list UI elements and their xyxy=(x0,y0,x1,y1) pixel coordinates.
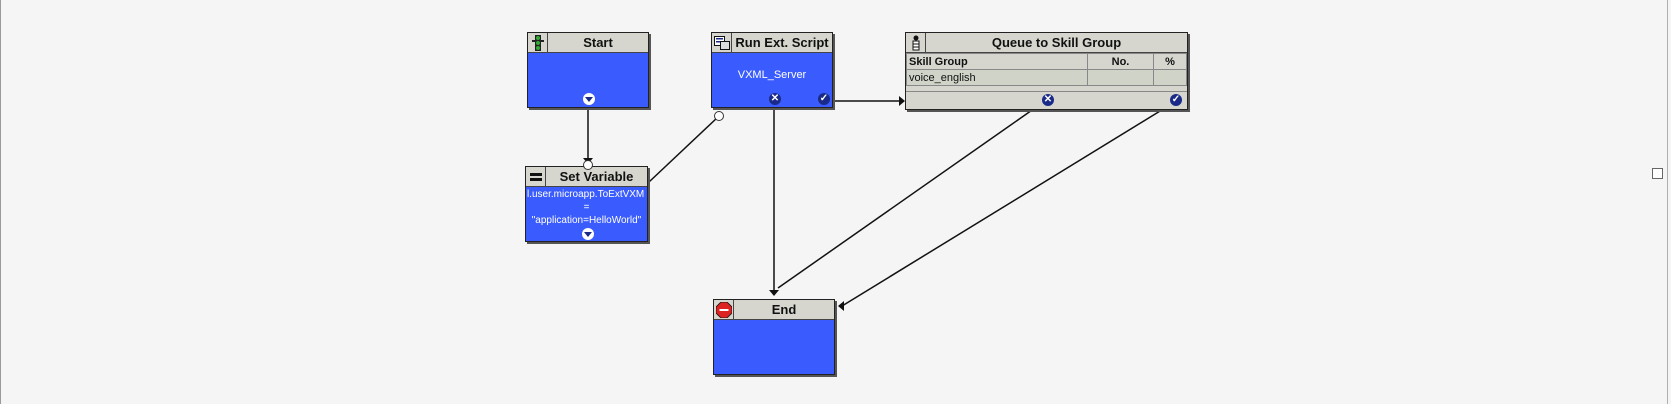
skill-group-table: Skill Group No. % voice_english xyxy=(906,53,1187,86)
end-node-title: End xyxy=(771,302,797,317)
resize-handle[interactable] xyxy=(1652,168,1663,179)
queue-to-skill-group-node[interactable]: Queue to Skill Group Skill Group No. % v… xyxy=(905,32,1188,110)
column-header-no: No. xyxy=(1087,53,1154,70)
traffic-light-icon xyxy=(528,33,548,52)
percent-cell[interactable] xyxy=(1153,69,1187,86)
set-variable-output-port[interactable] xyxy=(582,228,594,240)
set-variable-expression-line-3: "application=HelloWorld" xyxy=(531,215,642,226)
queue-failure-port[interactable]: ✕ xyxy=(1042,94,1054,106)
set-variable-expression-line-1: l.user.microapp.ToExtVXM xyxy=(527,189,645,200)
run-ext-script-name: VXML_Server xyxy=(737,69,807,81)
set-variable-input-anchor[interactable] xyxy=(583,160,593,170)
no-cell[interactable] xyxy=(1087,69,1154,86)
queue-icon xyxy=(906,33,926,52)
wire-queue-success-to-end xyxy=(841,107,1166,307)
stop-sign-icon xyxy=(714,300,734,319)
start-output-port[interactable] xyxy=(583,93,595,105)
end-node[interactable]: End xyxy=(713,299,835,375)
queue-header: Queue to Skill Group xyxy=(906,33,1187,53)
canvas-right-border xyxy=(1667,0,1668,404)
wire-setvariable-to-script xyxy=(648,116,719,183)
canvas-left-border xyxy=(0,0,1,404)
run-ext-script-node[interactable]: Run Ext. Script VXML_Server ✕ ✓ xyxy=(711,32,833,108)
skill-group-cell[interactable]: voice_english xyxy=(906,69,1088,86)
run-ext-script-header: Run Ext. Script xyxy=(712,33,832,53)
start-node[interactable]: Start xyxy=(527,32,649,108)
equals-icon xyxy=(526,167,546,186)
start-node-title: Start xyxy=(583,35,613,50)
column-header-percent: % xyxy=(1153,53,1187,70)
set-variable-expression-line-2: = xyxy=(583,202,590,213)
run-ext-script-input-anchor[interactable] xyxy=(714,111,724,121)
set-variable-header: Set Variable xyxy=(526,167,647,187)
arrow-into-end-left xyxy=(838,301,844,311)
wire-queue-failure-to-end xyxy=(777,107,1036,289)
queue-title: Queue to Skill Group xyxy=(991,35,1122,50)
script-icon xyxy=(712,33,732,52)
run-ext-script-success-port[interactable]: ✓ xyxy=(818,93,830,105)
queue-success-port[interactable]: ✓ xyxy=(1170,94,1182,106)
run-ext-script-title: Run Ext. Script xyxy=(735,35,829,50)
column-header-skill-group: Skill Group xyxy=(906,53,1088,70)
start-node-header: Start xyxy=(528,33,648,53)
arrow-into-queue xyxy=(899,96,905,106)
set-variable-title: Set Variable xyxy=(559,169,634,184)
table-row[interactable]: voice_english xyxy=(906,69,1187,86)
run-ext-script-failure-port[interactable]: ✕ xyxy=(769,93,781,105)
end-node-header: End xyxy=(714,300,834,320)
set-variable-node[interactable]: Set Variable l.user.microapp.ToExtVXM = … xyxy=(525,166,648,242)
arrow-into-end xyxy=(769,290,779,296)
